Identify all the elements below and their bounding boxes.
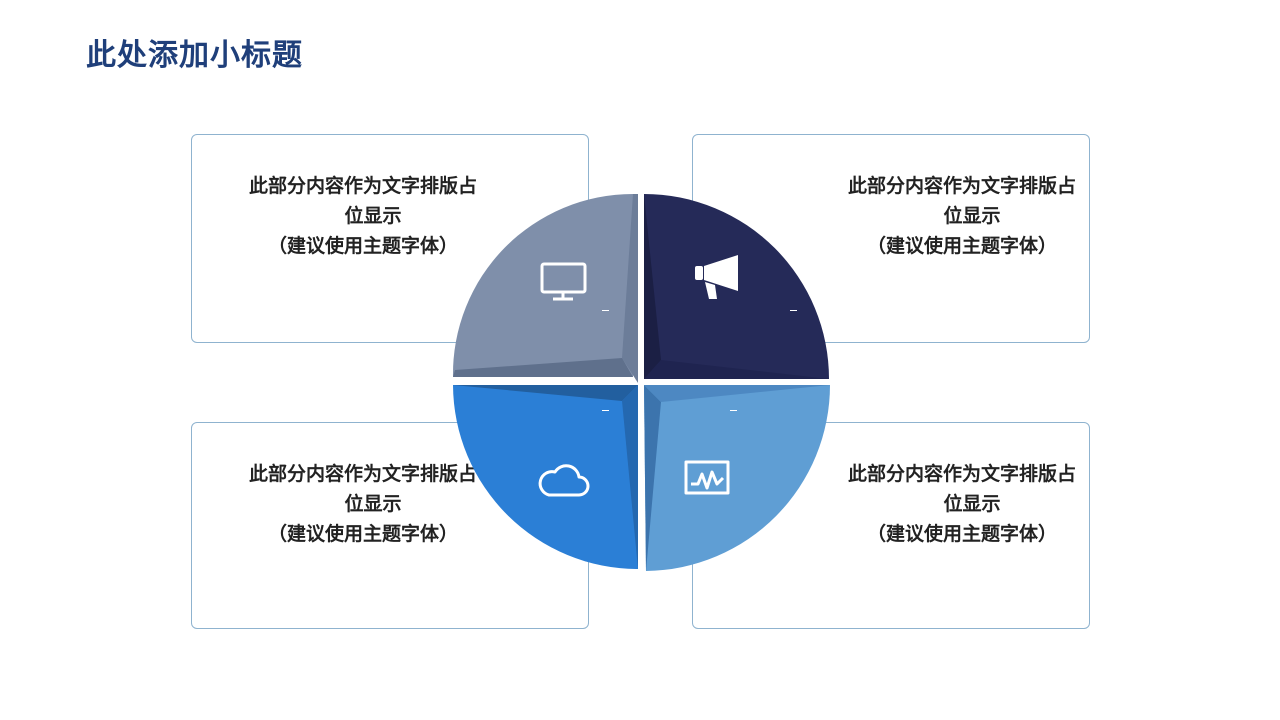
quadrant-bottom-left-bevel bbox=[453, 385, 638, 401]
card-text: 此部分内容作为文字排版占 位显示 （建议使用主题字体） bbox=[228, 171, 498, 261]
card-text-line: 此部分内容作为文字排版占 bbox=[248, 175, 477, 197]
card-text-line: 位显示 bbox=[344, 493, 402, 515]
card-text-line: 此部分内容作为文字排版占 bbox=[847, 463, 1076, 485]
quadrant-bottom-left-bevel bbox=[622, 385, 638, 569]
quadrant-top-left-bevel bbox=[622, 194, 638, 383]
card-text-note: （建议使用主题字体） bbox=[267, 523, 458, 545]
card-text: 此部分内容作为文字排版占 位显示 （建议使用主题字体） bbox=[827, 459, 1097, 549]
card-text-line: 位显示 bbox=[943, 493, 1001, 515]
quadrant-bottom-right-bevel bbox=[644, 385, 661, 571]
quadrant-top-left-bevel bbox=[453, 358, 633, 377]
card-text: 此部分内容作为文字排版占 位显示 （建议使用主题字体） bbox=[827, 171, 1097, 261]
card-text-note: （建议使用主题字体） bbox=[866, 235, 1057, 257]
card-text-line: 此部分内容作为文字排版占 bbox=[248, 463, 477, 485]
quadrant-bottom-right bbox=[644, 385, 830, 571]
card-text-line: 此部分内容作为文字排版占 bbox=[847, 175, 1076, 197]
quadrant-bottom-right-face bbox=[644, 385, 830, 571]
card-text-line: 位显示 bbox=[344, 205, 402, 227]
card-text-note: （建议使用主题字体） bbox=[866, 523, 1057, 545]
card-text-line: 位显示 bbox=[943, 205, 1001, 227]
quadrant-bottom-right-bevel bbox=[644, 385, 830, 402]
quadrant-top-right-bevel bbox=[644, 194, 661, 379]
card-text-note: （建议使用主题字体） bbox=[267, 235, 458, 257]
page-title: 此处添加小标题 bbox=[86, 38, 303, 73]
card-text: 此部分内容作为文字排版占 位显示 （建议使用主题字体） bbox=[228, 459, 498, 549]
quadrant-top-right-bevel bbox=[644, 360, 829, 379]
